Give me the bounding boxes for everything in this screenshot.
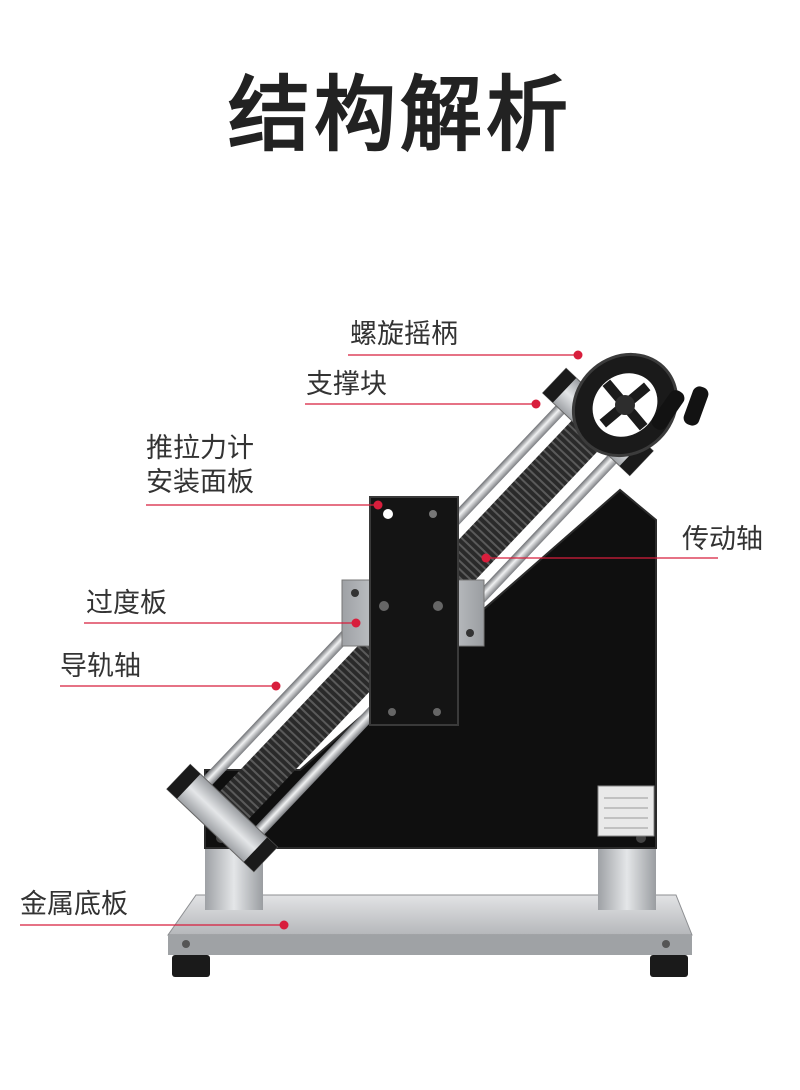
hand-wheel xyxy=(571,352,709,458)
label-panel-line1: 推拉力计 xyxy=(146,433,254,464)
label-metal-base-plate: 金属底板 xyxy=(20,889,128,920)
callout-dots xyxy=(271,350,583,930)
callout-lines xyxy=(20,354,718,926)
label-transition-plate: 过度板 xyxy=(86,588,167,619)
metal-base-plate xyxy=(167,894,693,977)
page-title: 结构解析 xyxy=(227,68,572,163)
nameplate xyxy=(597,785,655,837)
label-spiral-handle: 螺旋摇柄 xyxy=(350,319,458,350)
force-gauge-mounting-panel xyxy=(369,496,459,726)
label-support-block: 支撑块 xyxy=(306,369,387,400)
label-transmission-shaft: 传动轴 xyxy=(682,524,763,555)
right-leg xyxy=(598,848,656,910)
label-guide-rail-shaft: 导轨轴 xyxy=(60,651,141,682)
label-panel-line2: 安装面板 xyxy=(146,467,254,498)
